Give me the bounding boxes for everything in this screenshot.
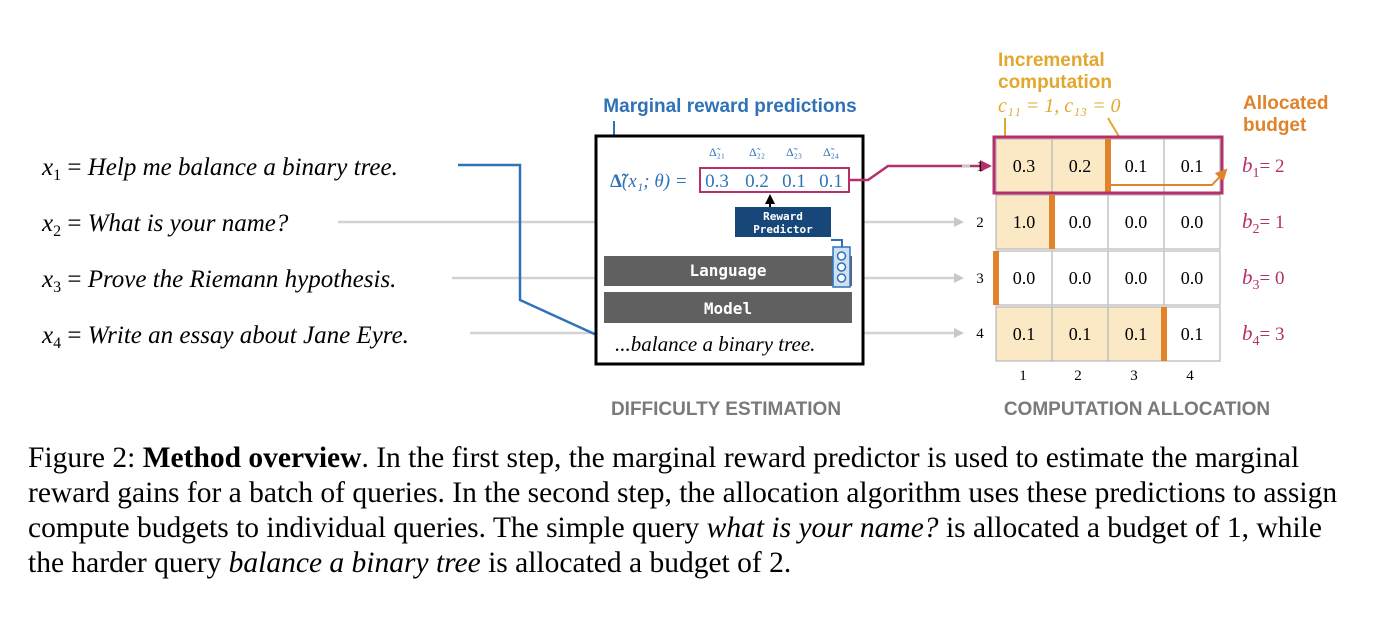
- row-label-2: 2: [976, 215, 984, 231]
- grid-cell: [1051, 250, 1109, 306]
- incremental-line-2: computation: [998, 72, 1112, 93]
- grid-cell: [1107, 306, 1165, 362]
- budget-3: b3= 0: [1242, 265, 1284, 293]
- reward-predictor-box: [735, 207, 831, 237]
- caption-query-2: balance a binary tree: [228, 547, 481, 579]
- incremental-formula: c₁₁ = 1, c₁₃ = 0: [998, 95, 1121, 117]
- computation-allocation-label: COMPUTATION ALLOCATION: [1004, 399, 1270, 420]
- allocated-budget-line-2: budget: [1243, 115, 1307, 136]
- hidden-state-node: [836, 262, 847, 272]
- allocated-budget-line-1: Allocated: [1243, 93, 1329, 114]
- budget-boundary-marker: [1049, 195, 1055, 249]
- caption-title: Method overview: [142, 442, 362, 474]
- col-label-3: 3: [1130, 368, 1138, 384]
- grid-cell: [1163, 194, 1221, 250]
- allocation-grid: 0.3 0.2 0.1 0.1 1.0 0.0 0.0 0.0 0.0 0.0 0.0 0.0 0.1 0…: [993, 138, 1221, 362]
- col-label-2: 2: [1074, 368, 1082, 384]
- grid-cell: [995, 250, 1053, 306]
- predictions-to-grid-arrow: [849, 160, 992, 182]
- query-1-to-model-arrow: [458, 163, 614, 344]
- grid-cell-value: 0.1: [1125, 324, 1148, 344]
- grid-cell: [1163, 250, 1221, 306]
- delta-value-3: 0.1: [782, 171, 806, 192]
- grid-cell-value: 0.0: [1125, 212, 1148, 232]
- grid-cell: [995, 138, 1053, 194]
- grid-cell-value: 0.0: [1013, 268, 1036, 288]
- marginal-reward-heading: Marginal reward predictions: [603, 96, 856, 117]
- grid-cell: [1107, 194, 1165, 250]
- grid-cell: [995, 306, 1053, 362]
- delta-values: 0.3 0.2 0.1 0.1: [705, 171, 843, 192]
- grid-cell: [1051, 138, 1109, 194]
- row-1-highlight: [992, 135, 1224, 195]
- caption-label: Figure 2:: [28, 442, 136, 474]
- grid-cell: [1163, 306, 1221, 362]
- delta-label-1: Δ̃₂₁: [709, 145, 725, 159]
- reward-predictor-label-1: Reward: [763, 210, 803, 223]
- budget-boundary-marker: [1161, 307, 1167, 361]
- difficulty-estimation-label: DIFFICULTY ESTIMATION: [611, 399, 841, 420]
- query-4: x4 = Write an essay about Jane Eyre.: [41, 322, 409, 352]
- budget-boundary-marker: [1105, 139, 1111, 193]
- method-overview-figure: x1 = Help me balance a binary tree. x2 =…: [41, 50, 1329, 420]
- grid-cell-value: 0.0: [1069, 212, 1092, 232]
- grid-cell-value: 0.0: [1069, 268, 1092, 288]
- hidden-state-node: [836, 251, 847, 261]
- delta-value-1: 0.3: [705, 171, 729, 192]
- delta-labels: Δ̃₂₁ Δ̃₂₂ Δ̃₂₃ Δ̃₂₄: [709, 145, 839, 159]
- grid-cell: [1107, 250, 1165, 306]
- language-label: Language: [689, 261, 766, 280]
- query-list: x1 = Help me balance a binary tree. x2 =…: [41, 154, 409, 352]
- caption-part-1: . In the first step, the marginal reward…: [28, 442, 1338, 544]
- row-labels: 1 2 3 4: [976, 159, 984, 342]
- budget-values: b1= 2 b2= 1 b3= 0 b4= 3: [1242, 153, 1284, 349]
- grid-cell-value: 0.1: [1181, 324, 1204, 344]
- grid-cell-value: 0.1: [1181, 156, 1204, 176]
- grid-cell-value: 0.1: [1013, 324, 1036, 344]
- model-block: [604, 292, 852, 323]
- grid-cell-value: 0.0: [1125, 268, 1148, 288]
- budget-2: b2= 1: [1242, 209, 1284, 237]
- delta-label-3: Δ̃₂₃: [786, 145, 802, 159]
- grid-cell-value: 0.2: [1069, 156, 1092, 176]
- delta-label-2: Δ̃₂₂: [749, 145, 765, 159]
- budget-arrow: [1107, 168, 1228, 186]
- budget-boundary-marker: [993, 251, 999, 305]
- delta-value-4: 0.1: [819, 171, 843, 192]
- delta-label-4: Δ̃₂₄: [823, 145, 839, 159]
- grid-cell-value: 0.0: [1181, 212, 1204, 232]
- predictor-connector: [831, 239, 843, 247]
- grid-cell-value: 0.3: [1013, 156, 1036, 176]
- column-labels: 1 2 3 4: [1019, 368, 1194, 384]
- reward-predictor-label-2: Predictor: [753, 223, 813, 236]
- model-label: Model: [704, 299, 752, 318]
- model-input-text: ...balance a binary tree.: [615, 332, 815, 356]
- grid-cell-value: 1.0: [1013, 212, 1036, 232]
- grid-cell-value: 0.1: [1069, 324, 1092, 344]
- col-label-4: 4: [1186, 368, 1194, 384]
- col-label-1: 1: [1019, 368, 1027, 384]
- row-label-1: 1: [976, 159, 984, 175]
- language-block: [604, 256, 852, 286]
- delta-expression: Δ̃(x₁; θ) =: [610, 171, 688, 192]
- query-3: x3 = Prove the Riemann hypothesis.: [41, 266, 396, 296]
- incremental-line-1: Incremental: [998, 50, 1105, 71]
- budget-4: b4= 3: [1242, 321, 1284, 349]
- caption-query-1: what is your name?: [706, 512, 939, 544]
- grid-cell-value: 0.1: [1125, 156, 1148, 176]
- query-1: x1 = Help me balance a binary tree.: [41, 154, 398, 184]
- hidden-state-node: [836, 273, 847, 283]
- grid-cell-value: 0.0: [1181, 268, 1204, 288]
- figure-caption: Figure 2: Method overview. In the first …: [28, 441, 1358, 581]
- query-2: x2 = What is your name?: [41, 210, 289, 240]
- caption-part-2: is allocated a budget of 1, while the ha…: [28, 512, 1322, 579]
- delta-values-box: [699, 167, 850, 193]
- delta-value-2: 0.2: [745, 171, 769, 192]
- row-label-3: 3: [976, 271, 984, 287]
- budget-1: b1= 2: [1242, 153, 1284, 181]
- caption-part-3: is allocated a budget of 2.: [480, 547, 792, 579]
- row-label-4: 4: [976, 326, 984, 342]
